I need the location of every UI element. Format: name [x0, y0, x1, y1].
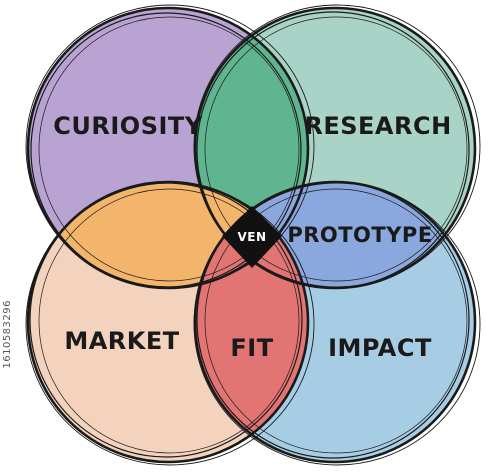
- label-research: RESEARCH: [304, 112, 451, 140]
- label-market: MARKET: [64, 327, 179, 355]
- circle-market-outline: [25, 180, 315, 466]
- circle-curiosity-outline: [25, 4, 315, 290]
- label-center: VEN: [237, 230, 266, 244]
- center-diamond: [222, 206, 282, 268]
- circle-impact-outline: [193, 180, 481, 466]
- label-impact: IMPACT: [328, 334, 432, 362]
- circle-research-outline: [193, 4, 481, 290]
- label-fit: FIT: [230, 334, 273, 362]
- label-prototype: PROTOTYPE: [287, 223, 432, 247]
- circle-outlines: [25, 4, 481, 466]
- side-code: 1610583296: [2, 300, 13, 369]
- label-curiosity: CURIOSITY: [53, 112, 203, 140]
